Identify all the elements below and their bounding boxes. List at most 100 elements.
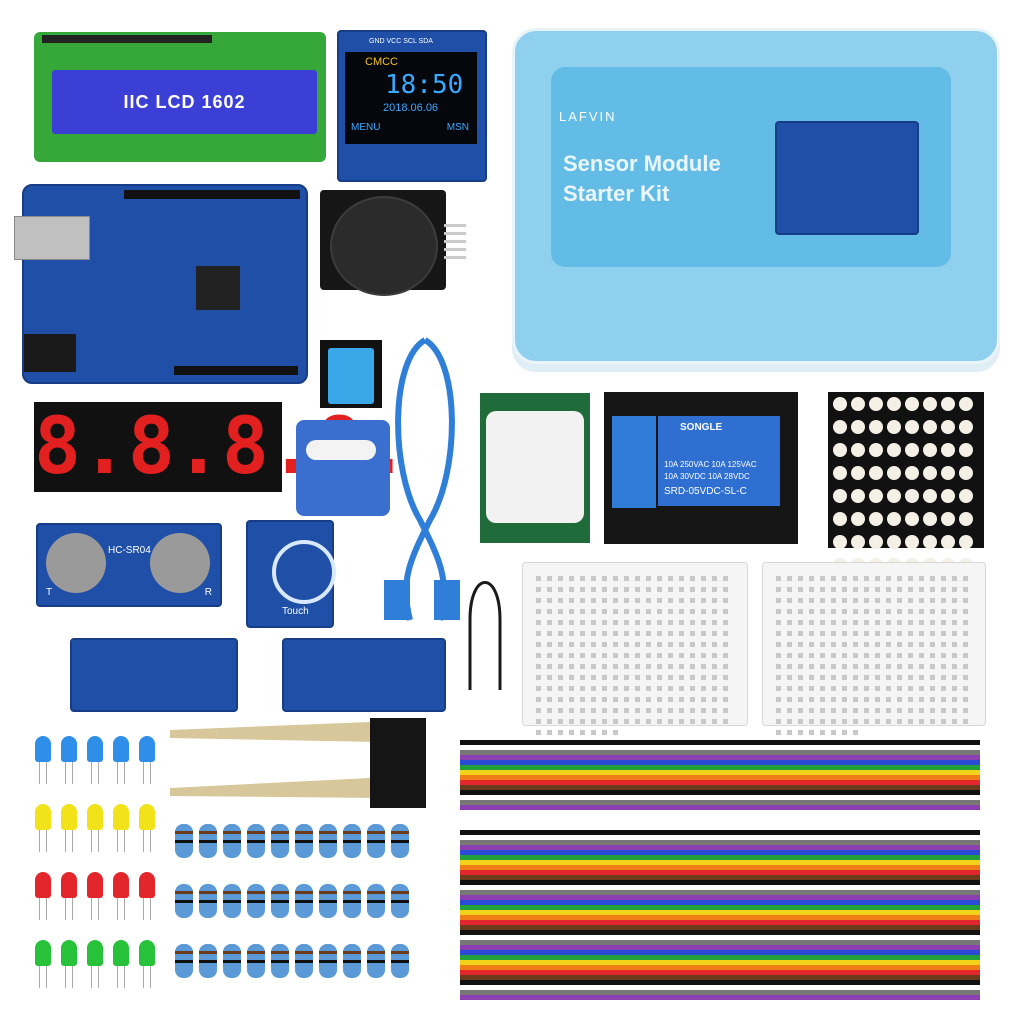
- breadboard-hole: [646, 598, 651, 603]
- dupont-wire: [460, 970, 980, 975]
- breadboard-hole: [613, 587, 618, 592]
- breadboard-hole: [602, 730, 607, 735]
- breadboard-hole: [919, 576, 924, 581]
- breadboard-hole: [591, 719, 596, 724]
- breadboard-hole: [798, 653, 803, 658]
- breadboard-hole: [820, 675, 825, 680]
- breadboard-hole: [941, 653, 946, 658]
- breadboard-hole: [798, 686, 803, 691]
- breadboard-hole: [547, 653, 552, 658]
- lcd-label: IIC LCD 1602: [123, 91, 246, 112]
- breadboard-hole: [831, 653, 836, 658]
- usb-port: [14, 216, 90, 260]
- breadboard-hole: [864, 609, 869, 614]
- dupont-wire: [460, 930, 980, 935]
- breadboard-hole: [853, 620, 858, 625]
- breadboard-hole: [712, 697, 717, 702]
- matrix-dot: [905, 397, 919, 411]
- breadboard-hole: [679, 598, 684, 603]
- breadboard-hole: [679, 719, 684, 724]
- breadboard-hole: [930, 697, 935, 702]
- breadboard-hole: [624, 664, 629, 669]
- dupont-wire: [460, 790, 980, 795]
- breadboard-hole: [842, 620, 847, 625]
- matrix-dot: [959, 489, 973, 503]
- breadboard-hole: [712, 675, 717, 680]
- breadboard-hole: [635, 675, 640, 680]
- breadboard-hole: [776, 642, 781, 647]
- breadboard-hole: [919, 620, 924, 625]
- led: [61, 804, 77, 852]
- breadboard-hole: [723, 697, 728, 702]
- breadboard-hole: [809, 587, 814, 592]
- breadboard-hole: [635, 576, 640, 581]
- resistor: [271, 884, 289, 918]
- matrix-dot: [887, 466, 901, 480]
- breadboard-hole: [602, 664, 607, 669]
- storage-box: LAFVIN Sensor Module Starter Kit: [512, 28, 1000, 364]
- breadboard-hole: [886, 620, 891, 625]
- breadboard-hole: [831, 675, 836, 680]
- breadboard-hole: [635, 697, 640, 702]
- breadboard-hole: [591, 653, 596, 658]
- breadboard-hole: [941, 609, 946, 614]
- breadboard-hole: [875, 587, 880, 592]
- breadboard-hole: [723, 686, 728, 691]
- dupont-wire: [460, 920, 980, 925]
- matrix-dot: [923, 443, 937, 457]
- breadboard-hole: [602, 653, 607, 658]
- breadboard-hole: [842, 730, 847, 735]
- breadboard-hole: [776, 631, 781, 636]
- breadboard-hole: [952, 587, 957, 592]
- breadboard-hole: [897, 708, 902, 713]
- breadboard-hole: [853, 686, 858, 691]
- matrix-dot: [887, 535, 901, 549]
- resistor: [391, 884, 409, 918]
- breadboard-hole: [690, 587, 695, 592]
- breadboard-hole: [875, 609, 880, 614]
- breadboard-hole: [886, 631, 891, 636]
- breadboard-hole: [712, 631, 717, 636]
- breadboard-hole: [820, 664, 825, 669]
- breadboard-hole: [558, 653, 563, 658]
- breadboard-hole: [963, 708, 968, 713]
- breadboard-hole: [712, 664, 717, 669]
- matrix-dot: [851, 535, 865, 549]
- breadboard-hole: [657, 664, 662, 669]
- breadboard-hole: [536, 576, 541, 581]
- breadboard-hole: [580, 620, 585, 625]
- breadboard-hole: [787, 620, 792, 625]
- breadboard-hole: [668, 609, 673, 614]
- breadboard-hole: [591, 642, 596, 647]
- matrix-dot: [887, 397, 901, 411]
- breadboard-hole: [723, 664, 728, 669]
- breadboard-hole: [831, 697, 836, 702]
- breadboard-hole: [690, 631, 695, 636]
- breadboard-hole: [690, 609, 695, 614]
- breadboard-hole: [831, 587, 836, 592]
- breadboard-hole: [952, 719, 957, 724]
- breadboard-hole: [941, 708, 946, 713]
- breadboard-hole: [712, 708, 717, 713]
- breadboard-hole: [701, 587, 706, 592]
- matrix-dot: [869, 397, 883, 411]
- breadboard-hole: [635, 708, 640, 713]
- breadboard-hole: [668, 587, 673, 592]
- breadboard-hole: [787, 686, 792, 691]
- breadboard-hole: [569, 576, 574, 581]
- breadboard-hole: [853, 675, 858, 680]
- breadboard-hole: [831, 609, 836, 614]
- breadboard-hole: [787, 653, 792, 658]
- breadboard-hole: [668, 631, 673, 636]
- breadboard-hole: [712, 598, 717, 603]
- breadboard-hole: [657, 609, 662, 614]
- breadboard-hole: [646, 719, 651, 724]
- breadboard-hole: [569, 697, 574, 702]
- breadboard-hole: [787, 697, 792, 702]
- breadboard-hole: [646, 576, 651, 581]
- breadboard-hole: [886, 653, 891, 658]
- led: [35, 872, 51, 920]
- ultrasonic-label: HC-SR04: [108, 545, 151, 556]
- breadboard-hole: [547, 719, 552, 724]
- breadboard-hole: [547, 587, 552, 592]
